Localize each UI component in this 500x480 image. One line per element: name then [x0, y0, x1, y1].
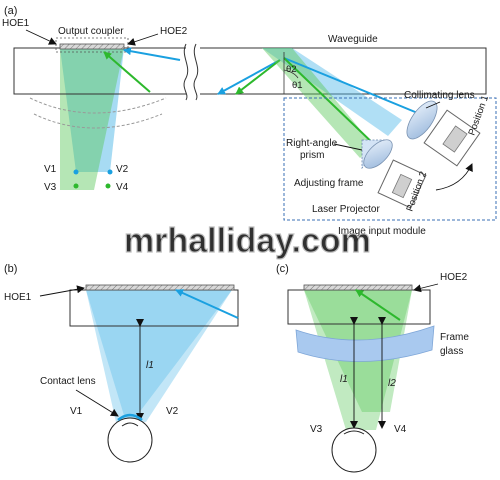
- hoe2-label-c: HOE2: [440, 272, 468, 283]
- theta2-label: θ2: [286, 64, 297, 75]
- contact-lens-label: Contact lens: [40, 376, 96, 387]
- adjusting-frame-label: Adjusting frame: [294, 178, 364, 189]
- hoe-a: [59, 43, 125, 50]
- break-mark-2: [193, 43, 199, 101]
- v1-point: [73, 169, 79, 175]
- input-blue-ray: [283, 57, 421, 115]
- l1-label-b: l1: [146, 360, 154, 371]
- input-green-ray: [283, 57, 381, 151]
- right-angle-prism-label-line2: prism: [300, 150, 324, 161]
- pupil-c: [343, 430, 365, 435]
- v4-point: [105, 183, 111, 189]
- theta1-label: θ1: [292, 80, 303, 91]
- hoe-c: [303, 284, 413, 291]
- v1-label-a: V1: [44, 164, 57, 175]
- laser-projector-label: Laser Projector: [312, 204, 380, 215]
- panel-b-label: (b): [4, 263, 17, 275]
- green-beam-a: [60, 48, 124, 190]
- v2-label-b: V2: [166, 406, 179, 417]
- collimating-lens-2: [363, 139, 393, 169]
- contact-lens: [117, 413, 143, 421]
- frame-glass-label-line1: Frame: [440, 332, 469, 343]
- hoe-b: [85, 284, 235, 291]
- projector-position-2: [361, 139, 427, 209]
- frame-glass-label-line2: glass: [440, 346, 463, 357]
- panel-b: (b) l1 HOE1 Contact lens V1 V2: [4, 263, 239, 463]
- projector-chip-2: [391, 173, 413, 199]
- green-ray-in-guide: [103, 51, 151, 93]
- projector-position-1: [406, 100, 481, 167]
- v2-point: [107, 169, 113, 175]
- waveguide-label: Waveguide: [328, 34, 378, 45]
- curved-lens-outline: [29, 97, 167, 129]
- v1-label-b: V1: [70, 406, 83, 417]
- v3-point: [73, 183, 79, 189]
- panel-a-label: (a): [4, 5, 17, 17]
- blue-ray-right: [217, 59, 281, 95]
- output-coupler-box: [55, 37, 129, 53]
- output-coupler-label: Output coupler: [58, 26, 124, 37]
- break-mark-1: [183, 43, 189, 101]
- panel-a: (a) HOE1 Output coupler HOE2 Wav: [2, 5, 497, 237]
- l1-label-c: l1: [340, 374, 348, 385]
- image-input-module-label: Image input module: [338, 226, 426, 237]
- blue-beam-a: [60, 48, 124, 172]
- frame-glass: [295, 325, 435, 362]
- input-green-beam: [262, 48, 374, 158]
- blue-ray-in-guide: [123, 47, 181, 61]
- image-input-module-box: [283, 97, 497, 221]
- l2-label-c: l2: [388, 378, 396, 389]
- blue-beam-b-core: [86, 290, 232, 422]
- blue-beam-b-wide: [86, 290, 232, 422]
- right-angle-prism-label-line1: Right-angle: [286, 138, 338, 149]
- hoe1-label-a: HOE1: [2, 18, 30, 29]
- eye-c: [331, 427, 377, 473]
- blue-ray-b: [175, 289, 239, 319]
- collimating-lens-label: Collimating lens: [404, 90, 475, 101]
- v4-label-c: V4: [394, 424, 407, 435]
- pupil-b: [121, 422, 139, 427]
- v3-label-c: V3: [310, 424, 323, 435]
- green-ray-c: [355, 289, 401, 321]
- collimating-lens-1: [406, 100, 438, 140]
- hoe2-label-a: HOE2: [160, 26, 188, 37]
- v2-label-a: V2: [116, 164, 129, 175]
- projector-chip-1: [442, 125, 468, 153]
- hoe1-label-b: HOE1: [4, 292, 32, 303]
- green-ray-right: [235, 59, 281, 95]
- panel-c: (c) l1 l2 HOE2 Frame glass V3 V4: [276, 263, 469, 473]
- eye-b: [107, 417, 153, 463]
- panel-c-label: (c): [276, 263, 289, 275]
- watermark: mrhalliday.com: [124, 222, 371, 260]
- v3-label-a: V3: [44, 182, 57, 193]
- v4-label-a: V4: [116, 182, 129, 193]
- position-switch-arrow: [435, 163, 473, 191]
- theta-arc: [283, 69, 299, 79]
